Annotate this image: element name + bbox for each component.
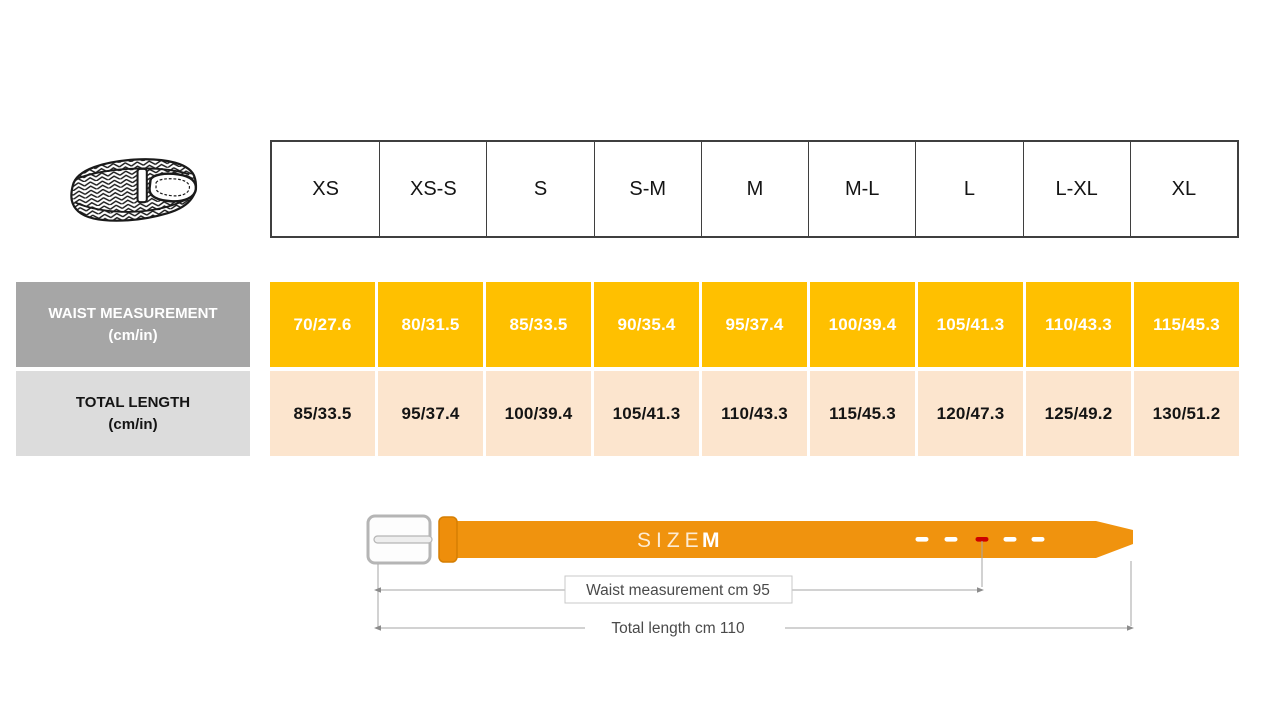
belt-strap: [451, 521, 1063, 558]
length-value-cell: 120/47.3: [918, 371, 1023, 456]
belt-keeper-sketch: [136, 167, 148, 204]
total-length-values-row: 85/33.5 95/37.4 100/39.4 105/41.3 110/43…: [270, 371, 1239, 456]
waist-value-cell: 90/35.4: [594, 282, 699, 367]
belt-hole: [1031, 537, 1045, 542]
size-header-cell-xs: XS: [312, 177, 339, 200]
waist-value-cell: 70/27.6: [270, 282, 375, 367]
waist-value-cell: 115/45.3: [1134, 282, 1239, 367]
waist-row-label-text: WAIST MEASUREMENT: [48, 304, 218, 322]
waist-measurement-row-label: WAIST MEASUREMENT (cm/in): [16, 282, 250, 367]
belt-keeper: [438, 516, 458, 563]
length-value-cell: 130/51.2: [1134, 371, 1239, 456]
length-value-cell: 110/43.3: [702, 371, 807, 456]
length-row-label-text: TOTAL LENGTH: [75, 393, 191, 411]
belt-hole: [915, 537, 929, 542]
length-value-cell: 85/33.5: [270, 371, 375, 456]
belt-size-prefix: SIZE: [637, 529, 704, 552]
waist-value-cell: 105/41.3: [918, 282, 1023, 367]
size-header-cell-l-xl: L-XL: [1022, 142, 1130, 236]
size-header-cell-xl: XL: [1129, 142, 1237, 236]
total-length-row-label: TOTAL LENGTH (cm/in): [16, 371, 250, 456]
size-header-cell-l: L: [915, 142, 1022, 236]
length-value-cell: 105/41.3: [594, 371, 699, 456]
length-annotation-text: Total length cm 110: [611, 620, 745, 637]
waist-row-label-unit: (cm/in): [108, 326, 158, 344]
belt-measurement-diagram: SIZE M Waist measurement cm 95 Total len…: [366, 514, 1134, 637]
buckle-prong: [373, 535, 433, 544]
braided-belt-icon: [70, 158, 198, 222]
length-value-cell: 95/37.4: [378, 371, 483, 456]
waist-value-cell: 95/37.4: [702, 282, 807, 367]
waist-value-cell: 85/33.5: [486, 282, 591, 367]
waist-values-row: 70/27.6 80/31.5 85/33.5 90/35.4 95/37.4 …: [270, 282, 1239, 367]
length-value-cell: 115/45.3: [810, 371, 915, 456]
size-header-cell-m-l: M-L: [808, 142, 915, 236]
belt-size-value: M: [702, 529, 720, 552]
belt-hole-selected: [975, 537, 989, 542]
waist-annotation-text: Waist measurement cm 95: [586, 582, 770, 599]
dimension-arrowheads: [374, 587, 1134, 631]
dimension-lines: [377, 541, 1132, 629]
size-header-cell-s-m: S-M: [593, 142, 701, 236]
belt-hole: [1003, 537, 1017, 542]
size-header-cell-xs-s: XS-S: [379, 142, 486, 236]
length-value-cell: 100/39.4: [486, 371, 591, 456]
length-row-label-unit: (cm/in): [108, 415, 158, 433]
size-header-row: XS XS-S S S-M M M-L L L-XL XL: [270, 140, 1239, 238]
size-header-cell-s: S: [486, 142, 593, 236]
waist-value-cell: 80/31.5: [378, 282, 483, 367]
size-header-cell-m: M: [700, 142, 808, 236]
belt-hole: [944, 537, 958, 542]
length-value-cell: 125/49.2: [1026, 371, 1131, 456]
belt-tip: [1058, 521, 1133, 558]
waist-value-cell: 110/43.3: [1026, 282, 1131, 367]
waist-value-cell: 100/39.4: [810, 282, 915, 367]
waist-annotation-box: [564, 575, 793, 604]
